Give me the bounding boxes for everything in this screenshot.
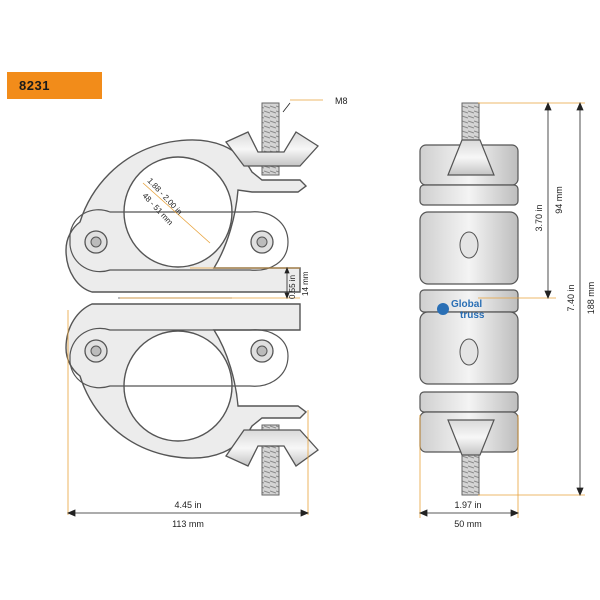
top-hinge-plate: [69, 209, 289, 273]
total-height-in: 7.40 in: [566, 284, 576, 311]
global-truss-logo: Global truss: [437, 299, 485, 321]
svg-text:truss: truss: [460, 310, 485, 321]
width-mm: 113 mm: [172, 519, 204, 529]
width-in: 4.45 in: [174, 500, 201, 510]
top-wing-nut: [224, 131, 319, 167]
gap-mm: 14 mm: [301, 271, 310, 296]
bottom-left-rivet: [84, 339, 108, 363]
bolt-label: M8: [335, 96, 348, 106]
side-top-rivet: [459, 231, 479, 259]
half-height-in: 3.70 in: [534, 204, 544, 231]
product-code: 8231: [19, 78, 50, 93]
product-code-tag: 8231: [7, 72, 102, 99]
top-right-rivet: [250, 230, 274, 254]
front-view: [65, 102, 319, 496]
bottom-wing-nut: [225, 429, 319, 467]
front-dimension-arrows: [66, 102, 310, 517]
total-height-mm: 188 mm: [586, 282, 596, 315]
front-dimension-guides: [67, 99, 323, 515]
side-view: Global truss: [419, 102, 519, 496]
bottom-hinge-plate: [69, 327, 289, 389]
depth-mm: 50 mm: [454, 519, 482, 529]
bottom-right-rivet: [250, 339, 274, 363]
half-height-mm: 94 mm: [554, 186, 564, 214]
side-bottom-rivet: [459, 338, 479, 366]
side-bottom-wing-nut: [447, 419, 495, 456]
depth-in: 1.97 in: [454, 500, 481, 510]
gap-in: 0.55 in: [288, 275, 297, 299]
top-left-rivet: [84, 230, 108, 254]
side-dimension-guides: [419, 102, 585, 518]
svg-text:Global: Global: [451, 299, 482, 310]
side-dimension-arrows: [418, 101, 584, 517]
side-band-6: [419, 391, 519, 413]
side-top-wing-nut: [447, 139, 495, 176]
side-band-2: [419, 184, 519, 206]
